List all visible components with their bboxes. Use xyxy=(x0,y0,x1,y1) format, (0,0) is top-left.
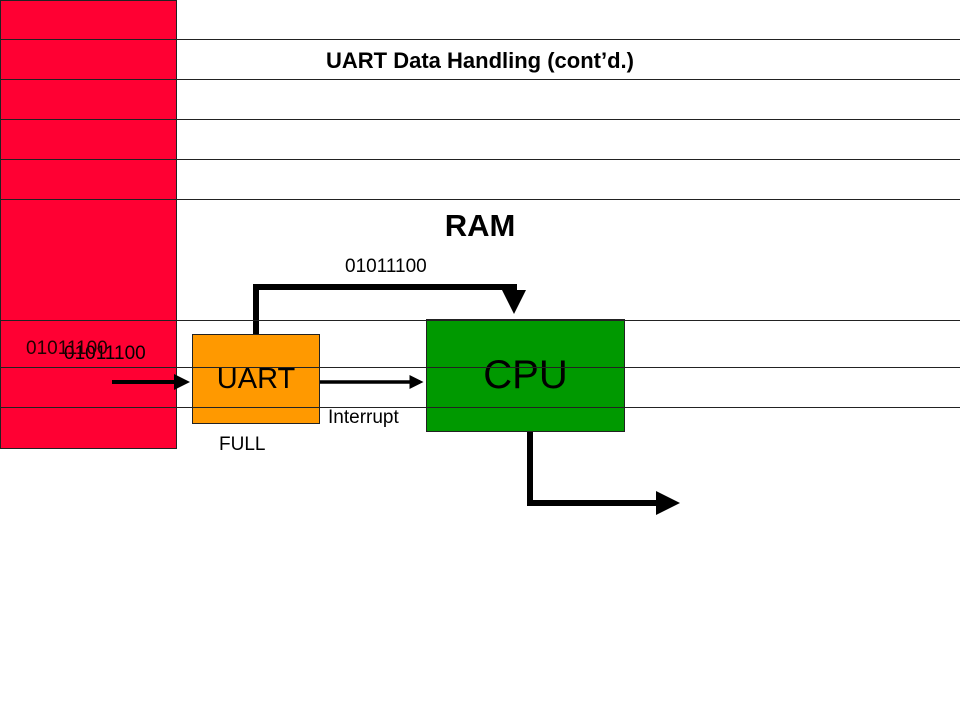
slide-title: UART Data Handling (cont’d.) xyxy=(326,48,634,73)
ram-row xyxy=(0,80,960,120)
ram-row xyxy=(0,120,960,160)
ram-row xyxy=(0,0,960,40)
ram-block: RAM 01011100 xyxy=(0,0,960,449)
uart-status-label: FULL xyxy=(219,434,266,455)
cpu-to-ram-arrow xyxy=(527,432,680,515)
ram-row xyxy=(0,160,960,200)
interrupt-label: Interrupt xyxy=(328,407,399,428)
ram-row-data: 01011100 xyxy=(0,321,960,368)
ram-block-label: RAM xyxy=(444,208,516,243)
cpu-block-label: CPU xyxy=(483,353,568,397)
ram-stored-value: 01011100 xyxy=(26,338,108,359)
cpu-block: CPU xyxy=(426,319,625,432)
data-bus-arrow xyxy=(253,284,526,334)
ram-row xyxy=(0,368,960,408)
ram-row xyxy=(0,40,960,80)
ram-row xyxy=(0,408,960,448)
input-data-label: 01011100 xyxy=(64,343,146,364)
ram-row-label: RAM xyxy=(0,200,960,321)
bus-data-label: 01011100 xyxy=(345,256,427,277)
